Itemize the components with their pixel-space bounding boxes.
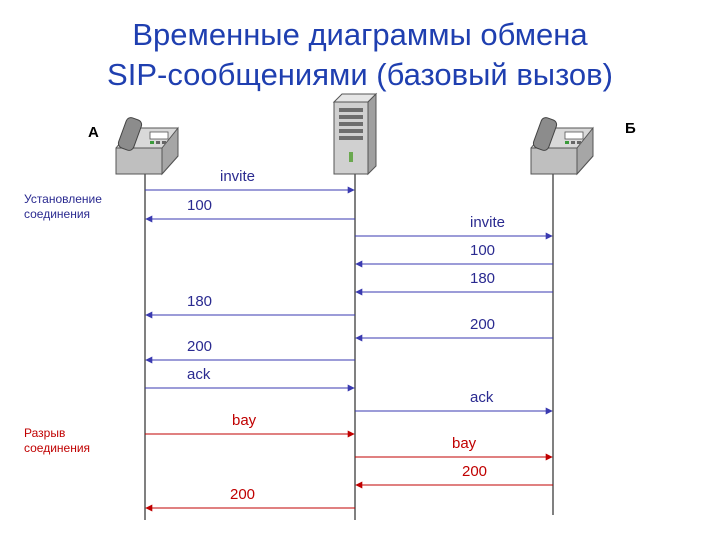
message-label: 200 bbox=[230, 486, 255, 503]
telephone-icon bbox=[531, 116, 593, 174]
message-label: ack bbox=[187, 366, 210, 383]
server-icon bbox=[334, 94, 376, 174]
message-label: invite bbox=[220, 168, 255, 185]
message-label: bay bbox=[232, 412, 256, 429]
message-label: invite bbox=[470, 214, 505, 231]
message-label: bay bbox=[452, 435, 476, 452]
message-label: 200 bbox=[462, 463, 487, 480]
message-label: 200 bbox=[470, 316, 495, 333]
message-label: ack bbox=[470, 389, 493, 406]
message-label: 200 bbox=[187, 338, 212, 355]
message-label: 180 bbox=[187, 293, 212, 310]
message-label: 100 bbox=[470, 242, 495, 259]
message-label: 100 bbox=[187, 197, 212, 214]
message-label: 180 bbox=[470, 270, 495, 287]
telephone-icon bbox=[116, 116, 178, 174]
